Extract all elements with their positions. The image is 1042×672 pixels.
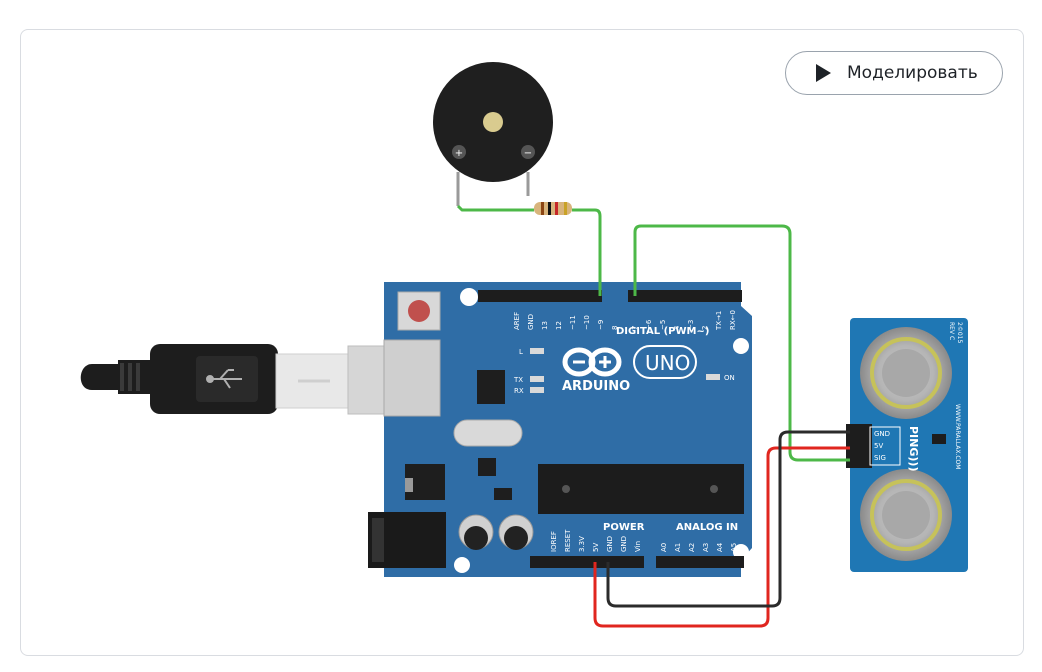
wire-red-5v <box>593 446 850 628</box>
pin-label: ~5 <box>659 320 667 330</box>
pin-label: GND <box>527 314 535 330</box>
sensor-website: WWW.PARALLAX.COM <box>954 404 961 469</box>
pin-label: A1 <box>674 543 682 552</box>
sensor-brand: PING))) <box>907 426 920 471</box>
pin-label: ~11 <box>569 315 577 330</box>
play-icon <box>816 64 831 82</box>
pin-label: ~3 <box>687 320 695 330</box>
pin-label: 8 <box>611 326 619 330</box>
led-l-label: L <box>519 348 523 356</box>
pin-label: A0 <box>660 543 668 552</box>
sensor-pin-5v: 5V <box>874 442 883 450</box>
pin-label: 4 <box>673 325 681 330</box>
pin-label: A5 <box>730 543 738 552</box>
led-tx-label: TX <box>513 376 523 384</box>
wire-green-buzzer-resistor <box>456 204 534 212</box>
usb-icon <box>206 369 242 389</box>
sensor-year: 2©015 <box>956 322 963 343</box>
sensor-rev: REV C <box>948 322 955 340</box>
buzzer-plus-label: + <box>455 148 463 159</box>
ping-ultrasonic-sensor[interactable]: GND 5V SIG PING))) WWW.PARALLAX.COM 2©01… <box>846 318 968 572</box>
board-brand: ARDUINO <box>562 379 630 394</box>
pin-label: ~10 <box>583 315 591 330</box>
pin-label: 12 <box>555 321 563 330</box>
wires <box>456 204 850 628</box>
buzzer-minus-label: − <box>524 148 532 159</box>
simulate-label: Моделировать <box>847 63 978 83</box>
pin-label: GND <box>620 536 628 552</box>
pin-label: 3.3V <box>578 536 586 552</box>
pin-label: RX←0 <box>729 310 737 330</box>
power-header-label: POWER <box>603 522 645 533</box>
pin-label: ~9 <box>597 320 605 330</box>
sensor-pin-sig: SIG <box>874 454 886 462</box>
led-on-label: ON <box>724 374 735 382</box>
pin-label: TX→1 <box>715 311 723 331</box>
pin-label: AREF <box>513 312 521 330</box>
wire-black-gnd <box>606 430 850 608</box>
digital-header-label: DIGITAL (PWM~) <box>616 326 709 337</box>
pin-label: Vin <box>634 541 642 552</box>
wire-green-pin7-sig <box>633 224 850 462</box>
board-model: UNO <box>645 351 690 375</box>
pin-label: 7 <box>631 326 639 330</box>
pin-label: RESET <box>564 529 572 552</box>
resistor[interactable] <box>534 202 572 215</box>
pin-label: IOREF <box>550 531 558 552</box>
arduino-uno-board[interactable]: ARDUINO UNO DIGITAL (PWM~) POWER ANALOG … <box>368 282 752 577</box>
pin-label: ~6 <box>645 319 653 330</box>
pin-label: 13 <box>541 321 549 330</box>
simulate-button[interactable]: Моделировать <box>785 51 1003 95</box>
usb-cable <box>80 344 441 415</box>
pin-label: A2 <box>688 543 696 552</box>
pin-label: A3 <box>702 543 710 552</box>
sensor-pin-gnd: GND <box>874 430 890 438</box>
pin-label: A4 <box>716 542 724 552</box>
wire-green-resistor-pin9 <box>572 208 602 296</box>
led-rx-label: RX <box>514 387 524 395</box>
piezo-buzzer[interactable]: + − <box>433 62 553 206</box>
pin-label: GND <box>606 536 614 552</box>
arduino-logo <box>562 347 622 377</box>
analog-header-label: ANALOG IN <box>676 522 738 533</box>
pin-label: 2 <box>701 326 709 330</box>
pin-label: 5V <box>592 543 600 552</box>
